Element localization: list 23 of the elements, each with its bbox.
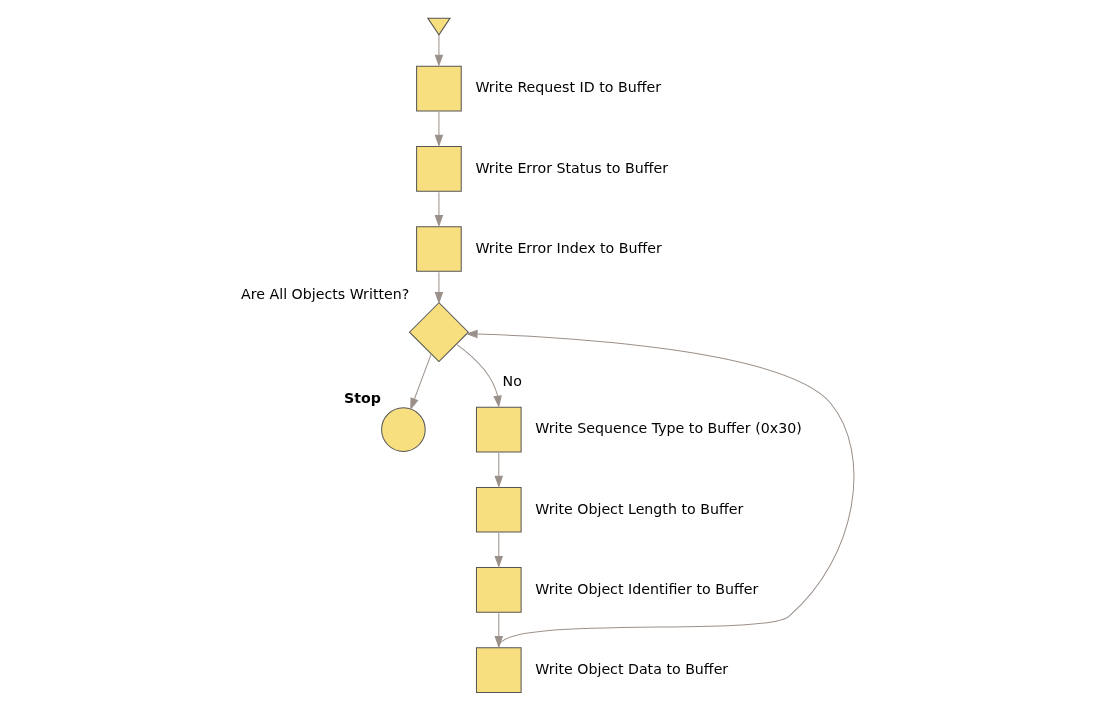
node-label: Write Object Identifier to Buffer [534, 580, 758, 597]
node-label: Write Object Length to Buffer [534, 500, 743, 517]
arrow [434, 34, 443, 67]
node-label: Write Request ID to Buffer [474, 79, 661, 96]
arrow [434, 111, 443, 147]
node-diamond [408, 302, 469, 363]
arrow [494, 532, 503, 569]
node-label: Write Error Index to Buffer [474, 239, 662, 256]
arrow [464, 329, 854, 648]
node-label: Write Sequence Type to Buffer (0x30) [534, 420, 802, 437]
arrow [434, 191, 443, 228]
arrow [455, 343, 502, 408]
node-label: Write Error Status to Buffer [474, 159, 668, 176]
arrow [434, 271, 443, 305]
edge-label: No [502, 373, 522, 390]
node-label: Stop [343, 389, 381, 406]
node-circle [380, 407, 426, 452]
arrow [494, 612, 503, 649]
arrow [409, 353, 432, 411]
arrow [494, 452, 503, 488]
node-label: Write Object Data to Buffer [534, 660, 728, 677]
node-triangle [426, 17, 451, 36]
node-label: Are All Objects Written? [240, 285, 409, 302]
